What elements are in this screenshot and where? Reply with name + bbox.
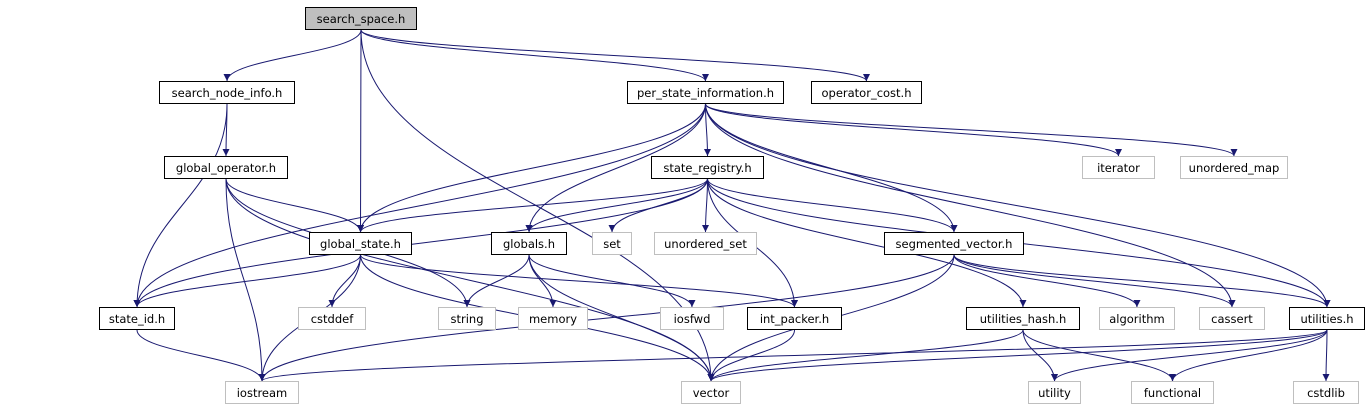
- node-operator-cost-h[interactable]: operator_cost.h: [811, 81, 922, 104]
- node-state-id-h[interactable]: state_id.h: [99, 307, 175, 330]
- edge-segmented-vector-to-utilities: [953, 254, 1331, 308]
- node-cstddef: cstddef: [298, 307, 366, 330]
- edge-per-state-information-to-globals: [525, 103, 706, 233]
- edge-global-state-to-int-packer: [360, 254, 798, 308]
- edge-global-state-to-state-id: [133, 254, 361, 308]
- node-utilities-h[interactable]: utilities.h: [1289, 307, 1365, 330]
- node-string: string: [438, 307, 496, 330]
- edge-search-space-to-per-state-information: [360, 29, 709, 82]
- edge-utilities-to-iostream: [258, 329, 1328, 382]
- edge-global-operator-to-global-state: [225, 178, 364, 233]
- edge-state-registry-to-globals: [525, 178, 708, 233]
- node-global-operator-h[interactable]: global_operator.h: [164, 156, 288, 179]
- edge-globals-to-iosfwd: [528, 254, 696, 308]
- edge-utilities-to-vector: [707, 329, 1328, 382]
- edge-per-state-information-to-unordered-map: [705, 103, 1238, 157]
- edge-per-state-information-to-iterator: [705, 103, 1122, 157]
- edge-search-space-to-search-node-info: [223, 29, 362, 82]
- node-algorithm: algorithm: [1099, 307, 1175, 330]
- edge-search-node-info-to-state-id: [133, 103, 228, 308]
- node-memory: memory: [518, 307, 588, 330]
- node-iostream: iostream: [225, 381, 299, 404]
- edge-globals-to-string: [463, 254, 530, 308]
- edge-search-space-to-global-state: [357, 29, 365, 233]
- node-globals-h[interactable]: globals.h: [491, 232, 567, 255]
- node-vector: vector: [681, 381, 741, 404]
- node-iosfwd: iosfwd: [660, 307, 724, 330]
- edge-utilities-hash-to-functional: [1022, 329, 1176, 382]
- node-global-state-h[interactable]: global_state.h: [309, 232, 412, 255]
- edge-per-state-information-to-cassert: [705, 103, 1236, 308]
- node-utility: utility: [1028, 381, 1081, 404]
- node-cstdlib: cstdlib: [1293, 381, 1359, 404]
- edge-state-registry-to-global-state: [357, 178, 708, 233]
- edge-utilities-to-functional: [1169, 329, 1328, 382]
- edge-utilities-to-cstdlib: [1322, 329, 1330, 382]
- node-set: set: [592, 232, 632, 255]
- edge-per-state-information-to-state-id: [133, 103, 706, 308]
- edge-segmented-vector-to-algorithm: [953, 254, 1141, 308]
- node-utilities-hash-h[interactable]: utilities_hash.h: [966, 307, 1080, 330]
- node-int-packer-h[interactable]: int_packer.h: [747, 307, 842, 330]
- node-search-node-info-h[interactable]: search_node_info.h: [159, 81, 295, 104]
- edge-per-state-information-to-state-registry: [703, 103, 711, 157]
- node-unordered-map: unordered_map: [1180, 156, 1288, 179]
- edge-globals-to-vector: [528, 254, 715, 382]
- node-segmented-vector-h[interactable]: segmented_vector.h: [884, 232, 1024, 255]
- edge-utilities-hash-to-vector: [707, 329, 1024, 382]
- node-functional: functional: [1131, 381, 1214, 404]
- edge-utilities-to-utility: [1051, 329, 1328, 382]
- edge-segmented-vector-to-cassert: [953, 254, 1236, 308]
- edge-state-registry-to-segmented-vector: [707, 178, 958, 233]
- node-search-space-h[interactable]: search_space.h: [305, 7, 417, 30]
- edge-global-operator-to-iostream: [225, 178, 266, 382]
- node-state-registry-h[interactable]: state_registry.h: [651, 156, 764, 179]
- edge-per-state-information-to-utilities: [705, 103, 1331, 308]
- edge-segmented-vector-to-iostream: [258, 254, 955, 382]
- node-unordered-set: unordered_set: [654, 232, 757, 255]
- edge-state-registry-to-utilities-hash: [707, 178, 1027, 308]
- edge-search-space-to-operator-cost: [360, 29, 870, 82]
- node-iterator: iterator: [1082, 156, 1155, 179]
- edge-state-id-to-iostream: [136, 329, 266, 382]
- node-cassert: cassert: [1199, 307, 1265, 330]
- edge-state-registry-to-state-id: [133, 178, 708, 308]
- node-per-state-information-h[interactable]: per_state_information.h: [627, 81, 784, 104]
- edge-per-state-information-to-global-state: [357, 103, 706, 233]
